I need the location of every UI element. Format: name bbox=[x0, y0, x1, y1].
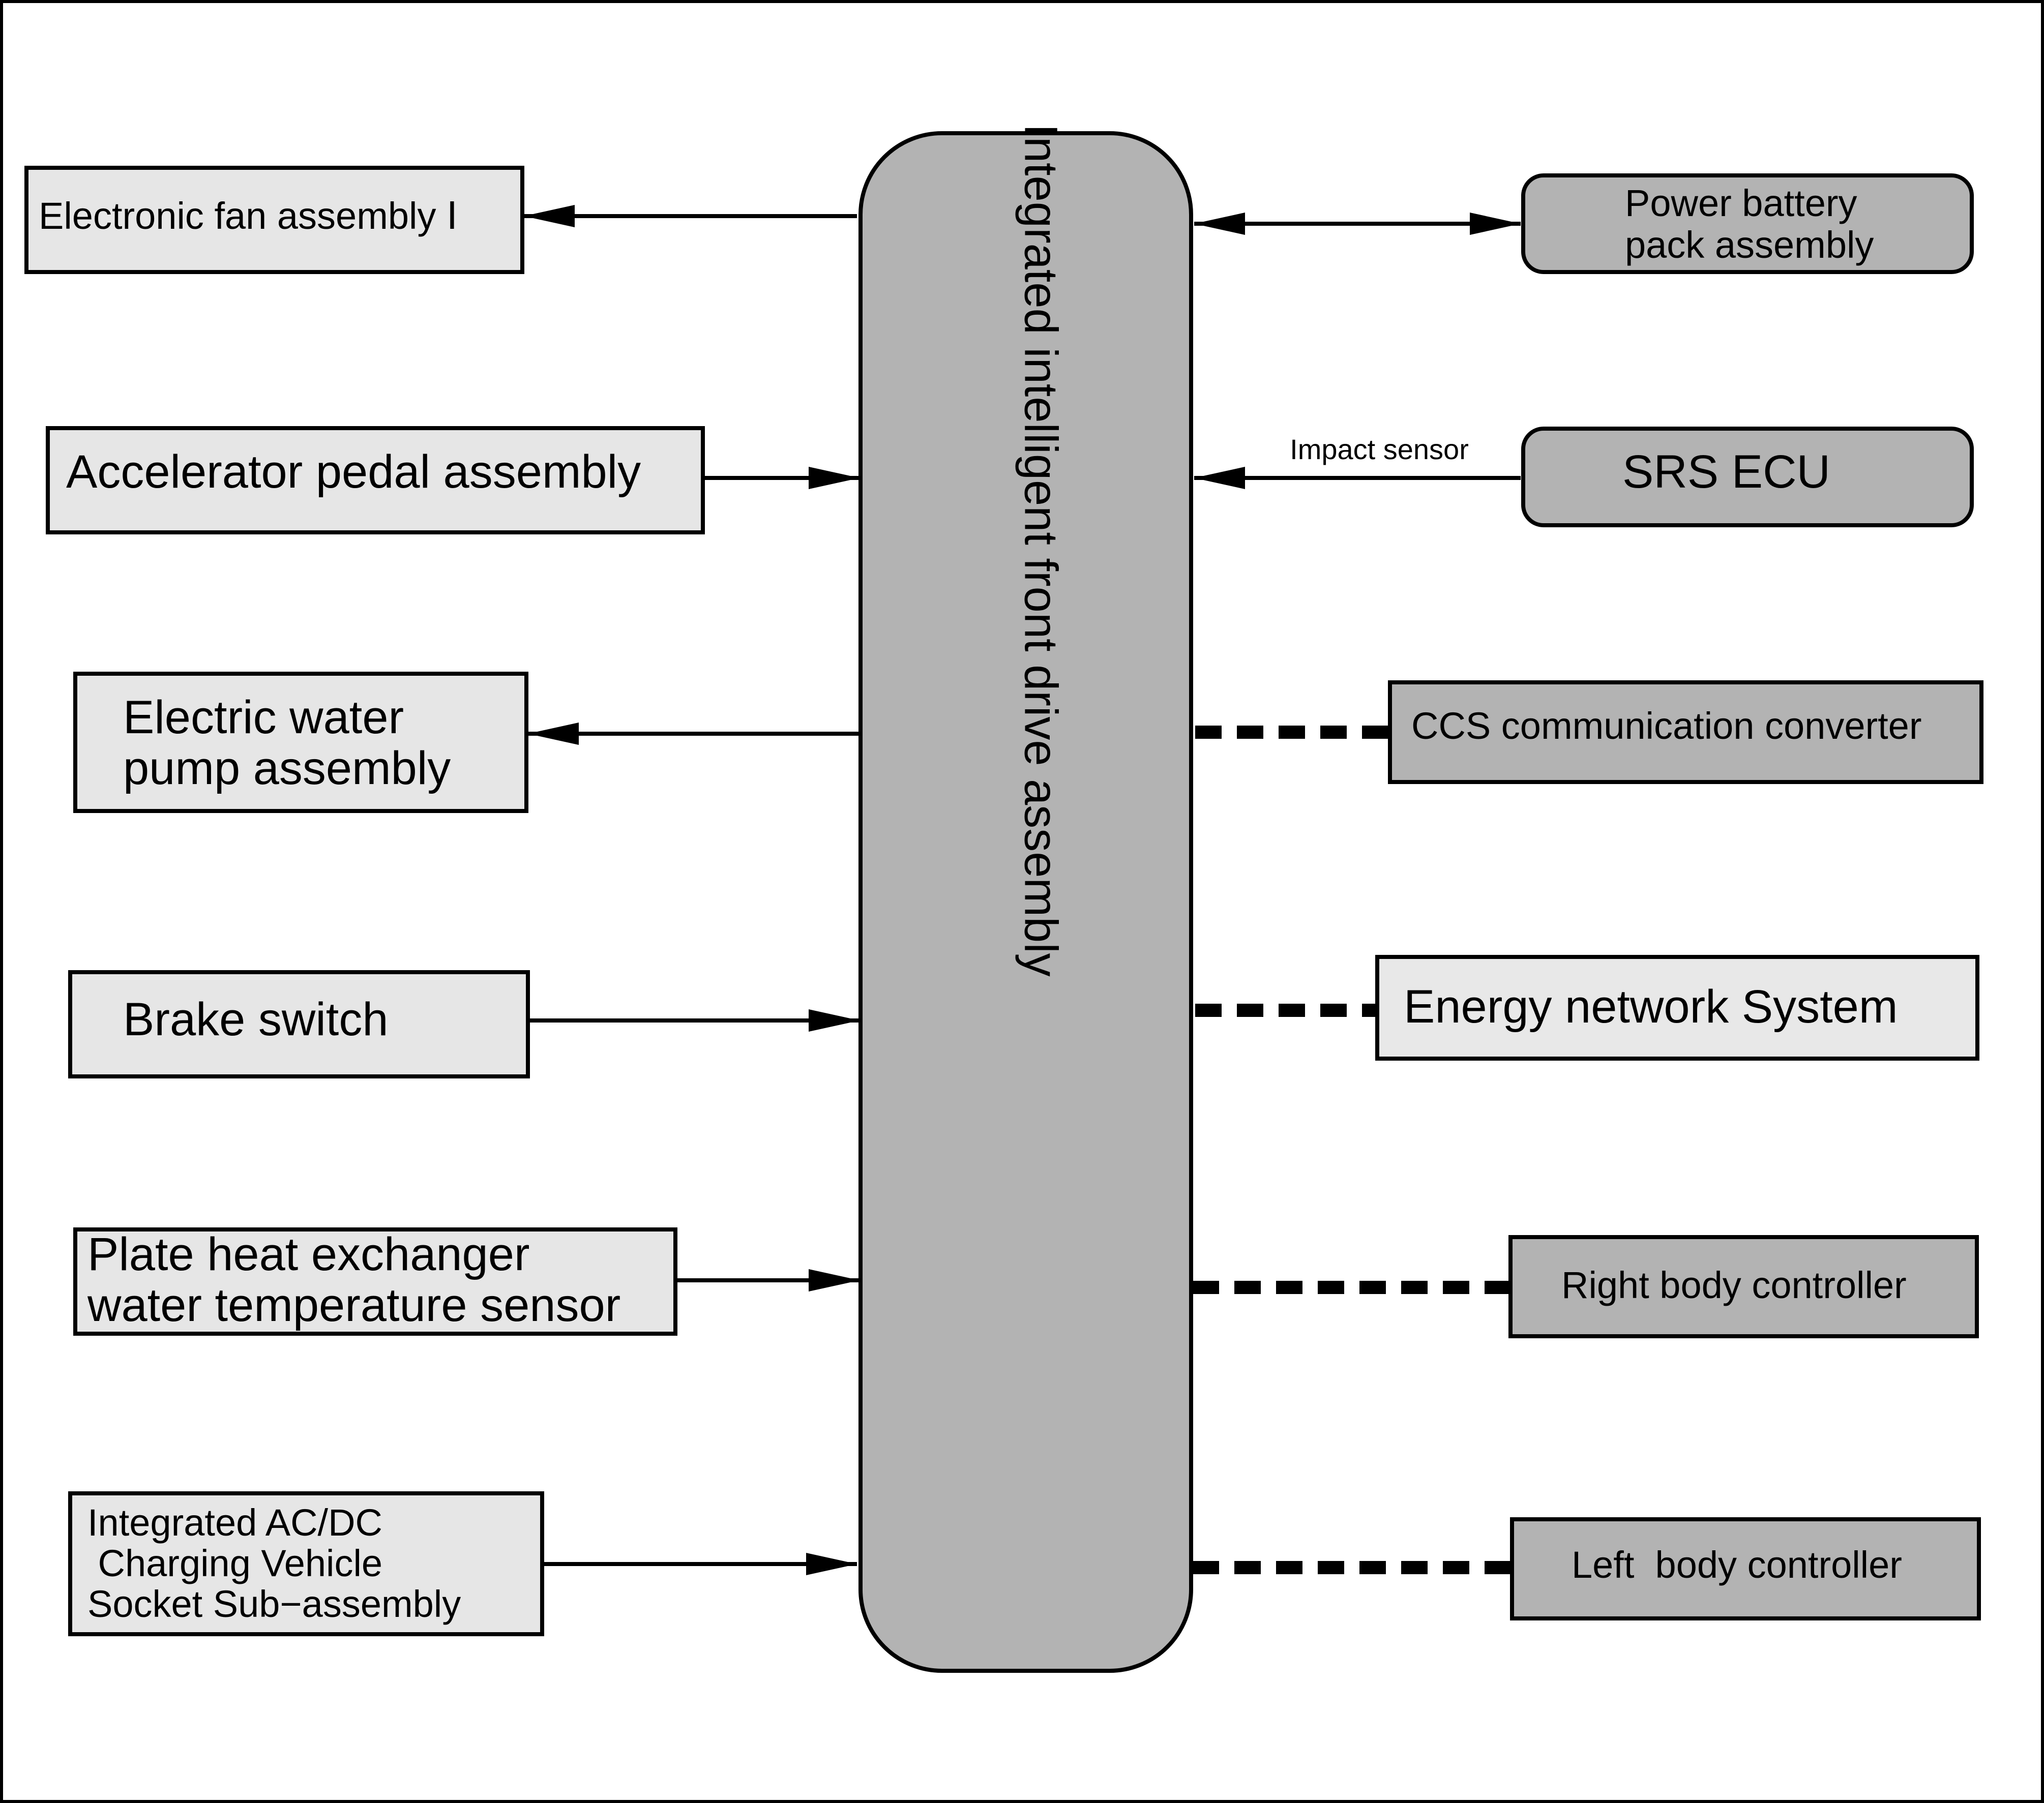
center-node-box bbox=[858, 131, 1193, 1673]
left-node-brake-box bbox=[68, 970, 530, 1078]
left-node-brake[interactable]: Brake switch bbox=[68, 970, 530, 1078]
left-node-pump-box bbox=[73, 672, 528, 813]
right-node-srs-label: SRS ECU bbox=[1622, 446, 1830, 498]
edge-srs-label: Impact sensor bbox=[1290, 433, 1469, 465]
left-node-socket-box bbox=[68, 1491, 544, 1636]
right-node-energy-label: Energy network System bbox=[1404, 981, 1898, 1033]
left-node-fan[interactable]: Electronic fan assembly Ⅰ bbox=[24, 166, 524, 274]
left-node-accel-box bbox=[46, 426, 705, 534]
left-node-plate[interactable]: Plate heat exchanger water temperature s… bbox=[73, 1227, 677, 1336]
left-node-pump-label: Electric water pump assembly bbox=[123, 692, 451, 794]
center-node-label: Integrated intelligent front drive assem… bbox=[1015, 124, 1067, 976]
right-node-lbc[interactable]: Left body controller bbox=[1510, 1517, 1981, 1620]
right-node-rbc-label: Right body controller bbox=[1561, 1264, 1907, 1306]
right-node-rbc[interactable]: Right body controller bbox=[1508, 1235, 1979, 1338]
left-node-plate-label: Plate heat exchanger water temperature s… bbox=[87, 1228, 620, 1331]
right-node-srs-box bbox=[1521, 427, 1974, 527]
left-node-socket-label: Integrated AC/DC Charging Vehicle Socket… bbox=[0, 0, 513, 1625]
left-node-fan-label: Electronic fan assembly Ⅰ bbox=[39, 195, 458, 237]
right-node-energy-box bbox=[1375, 955, 1979, 1061]
right-node-battery[interactable]: Power battery pack assembly bbox=[1521, 173, 1974, 274]
left-node-fan-box bbox=[24, 166, 524, 274]
right-node-lbc-label: Left body controller bbox=[1572, 1544, 1902, 1586]
left-node-socket[interactable]: Integrated AC/DC Charging Vehicle Socket… bbox=[0, 0, 544, 1636]
right-node-energy[interactable]: Energy network System bbox=[1375, 955, 1979, 1061]
right-node-ccs-label: CCS communication converter bbox=[1411, 705, 1921, 747]
right-node-ccs[interactable]: CCS communication converter bbox=[1388, 680, 1983, 784]
left-node-brake-label: Brake switch bbox=[123, 994, 389, 1045]
right-node-battery-label: Power battery pack assembly bbox=[1625, 182, 1874, 266]
right-node-ccs-box bbox=[1388, 680, 1983, 784]
right-node-lbc-box bbox=[1510, 1517, 1981, 1620]
right-node-battery-box bbox=[1521, 173, 1974, 274]
left-node-accel-label: Accelerator pedal assembly bbox=[66, 446, 641, 498]
right-node-srs[interactable]: SRS ECU bbox=[1521, 427, 1974, 527]
left-node-pump[interactable]: Electric water pump assembly bbox=[73, 672, 528, 813]
left-node-accel[interactable]: Accelerator pedal assembly bbox=[46, 426, 705, 534]
center-node[interactable]: Integrated intelligent front drive assem… bbox=[858, 124, 1193, 1673]
left-node-plate-box bbox=[73, 1227, 677, 1336]
